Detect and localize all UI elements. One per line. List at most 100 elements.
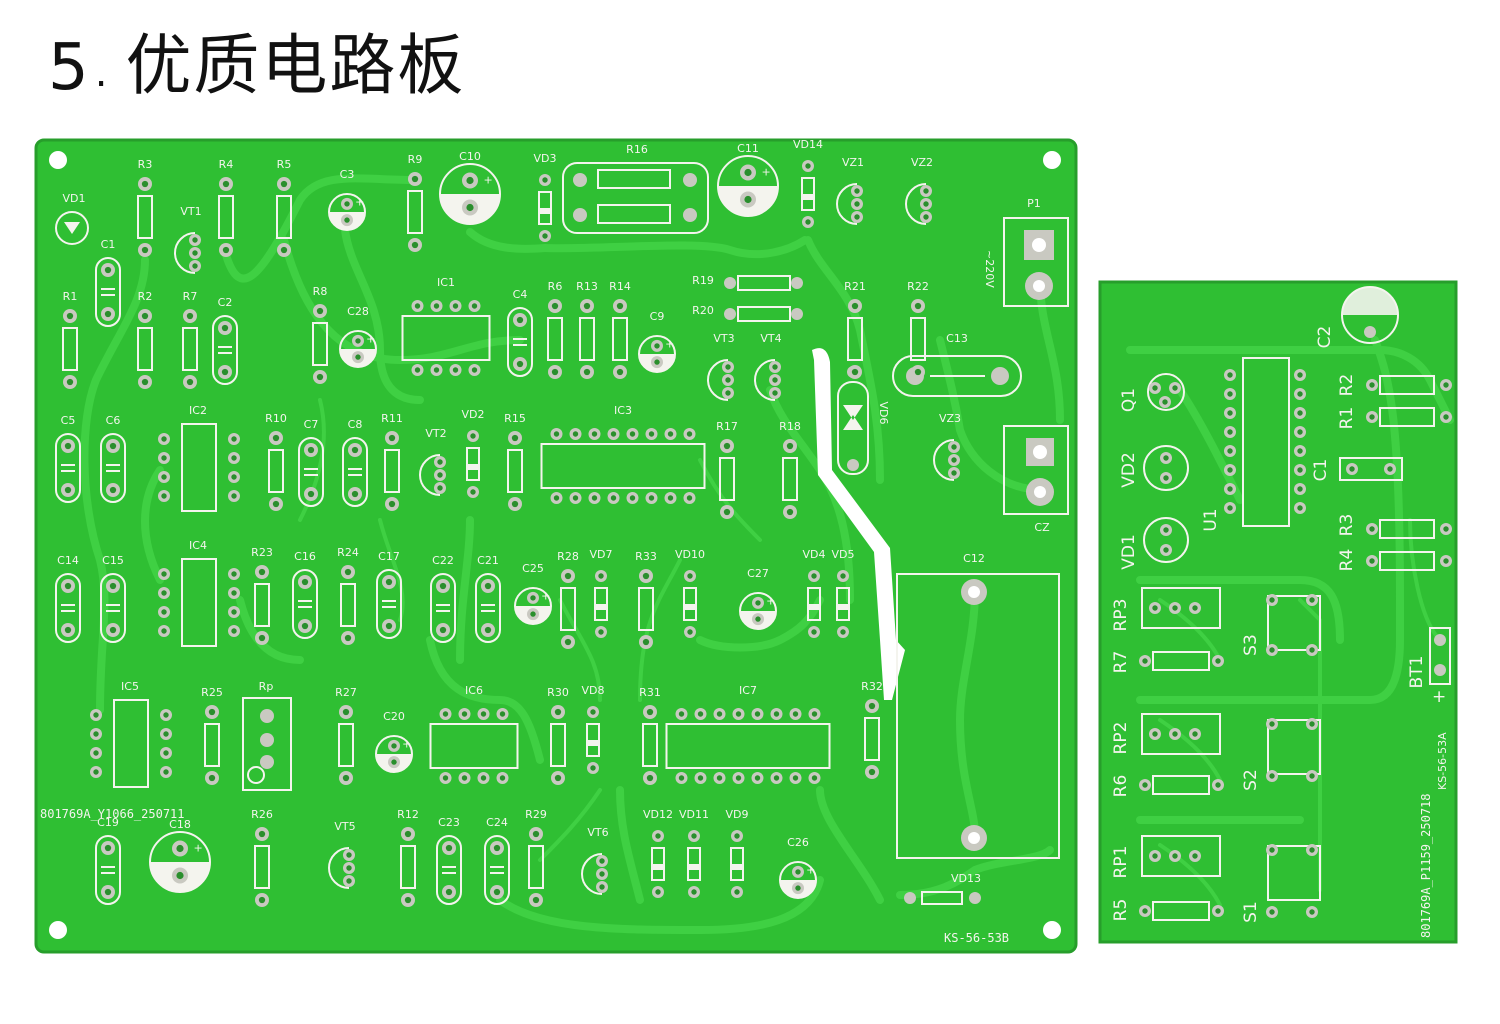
resistor-label: R33 bbox=[635, 550, 657, 563]
resistor bbox=[254, 827, 270, 907]
component-label: R16 bbox=[626, 143, 648, 156]
capacitor-label: C23 bbox=[438, 816, 460, 829]
electrolytic-label: C20 bbox=[383, 710, 405, 723]
electrolytic-label: C18 bbox=[169, 818, 191, 831]
resistor-label: R32 bbox=[861, 680, 883, 693]
capacitor bbox=[100, 573, 126, 643]
ic-chip bbox=[429, 708, 519, 784]
capacitor-label: C1 bbox=[101, 238, 116, 251]
resistor-label: R22 bbox=[907, 280, 929, 293]
transistor bbox=[328, 847, 355, 889]
capacitor bbox=[342, 437, 368, 507]
right-component-label: RP2 bbox=[1111, 722, 1131, 755]
capacitor-label: C24 bbox=[486, 816, 508, 829]
resistor bbox=[137, 177, 153, 257]
right-component-label: R2 bbox=[1337, 374, 1357, 397]
diode bbox=[801, 160, 815, 228]
electrolytic-label: C3 bbox=[340, 168, 355, 181]
resistor bbox=[182, 309, 198, 389]
electrolytic-group: C3+C10+C11+C28+C9+C25+C27+C20+C18+C26+ bbox=[149, 142, 817, 899]
ic-label: IC4 bbox=[189, 539, 207, 552]
diode bbox=[594, 570, 608, 638]
resistor bbox=[204, 705, 220, 785]
ic-chip bbox=[158, 423, 240, 512]
resistor-label: R21 bbox=[844, 280, 866, 293]
page-heading: 5 . 优质电路板 bbox=[48, 18, 465, 108]
transistor bbox=[836, 183, 863, 225]
diode-label: VD14 bbox=[793, 138, 823, 151]
capacitor-label: C17 bbox=[378, 550, 400, 563]
resistor-label: R2 bbox=[138, 290, 153, 303]
resistor-label: R18 bbox=[779, 420, 801, 433]
electrolytic-capacitor: + bbox=[439, 163, 501, 225]
right-component-label: RP1 bbox=[1111, 846, 1131, 879]
transistor bbox=[581, 853, 608, 895]
copper-traces bbox=[80, 174, 1064, 934]
capacitor bbox=[55, 433, 81, 503]
right-component-label: R5 bbox=[1111, 899, 1131, 922]
resistor bbox=[407, 172, 423, 252]
electrolytic-capacitor: + bbox=[339, 330, 377, 368]
right-component-label: R4 bbox=[1337, 549, 1357, 572]
right-component-label: C2 bbox=[1315, 326, 1335, 349]
svg-text:+: + bbox=[541, 590, 550, 603]
diode-label: VD3 bbox=[534, 152, 557, 165]
diode bbox=[687, 830, 701, 898]
transistor-label: VT6 bbox=[587, 826, 608, 839]
capacitor-label: C21 bbox=[477, 554, 499, 567]
transistor bbox=[174, 232, 201, 274]
right-component-label: R6 bbox=[1111, 775, 1131, 798]
electrolytic-label: C9 bbox=[650, 310, 665, 323]
voltage-label: ~220V bbox=[983, 250, 996, 288]
svg-text:+: + bbox=[484, 174, 493, 187]
transistor-label: VZ1 bbox=[842, 156, 864, 169]
svg-text:+: + bbox=[194, 842, 203, 855]
capacitor-label: C2 bbox=[218, 296, 233, 309]
electrolytic-capacitor: + bbox=[149, 831, 211, 893]
right-component-label: VD1 bbox=[1119, 534, 1139, 570]
ic-chip bbox=[90, 699, 172, 788]
right-component-label: RP3 bbox=[1111, 599, 1131, 632]
resistor bbox=[547, 299, 563, 379]
resistor-label: R4 bbox=[219, 158, 234, 171]
resistor-label: R6 bbox=[548, 280, 563, 293]
electrolytic-capacitor: + bbox=[328, 193, 366, 231]
resistor-label: R25 bbox=[201, 686, 223, 699]
capacitor-label: C7 bbox=[304, 418, 319, 431]
heading-number: 5 bbox=[48, 31, 89, 105]
resistor bbox=[400, 827, 416, 907]
electrolytic-capacitor: + bbox=[375, 735, 413, 773]
diode-label: VD7 bbox=[590, 548, 613, 561]
isolation-slot bbox=[812, 348, 905, 700]
transistor bbox=[754, 359, 781, 401]
resistor-label: R13 bbox=[576, 280, 598, 293]
diode-label: VD4 bbox=[803, 548, 826, 561]
diode bbox=[683, 570, 697, 638]
resistor bbox=[579, 299, 595, 379]
capacitor bbox=[436, 835, 462, 905]
resistor-label: R31 bbox=[639, 686, 661, 699]
capacitor bbox=[430, 573, 456, 643]
resistor-label: R8 bbox=[313, 285, 328, 298]
resistor bbox=[642, 705, 658, 785]
heading-separator: . bbox=[94, 50, 108, 96]
svg-text:+: + bbox=[762, 166, 771, 179]
resistor bbox=[384, 431, 400, 511]
component-label: R19 bbox=[692, 274, 714, 287]
capacitor-label: C22 bbox=[432, 554, 454, 567]
capacitor-label: C15 bbox=[102, 554, 124, 567]
svg-text:+: + bbox=[402, 738, 411, 751]
right-component-label: VD2 bbox=[1119, 452, 1139, 488]
capacitor bbox=[212, 315, 238, 385]
resistor bbox=[560, 569, 576, 649]
ic-chip bbox=[540, 428, 706, 504]
ic-label: IC7 bbox=[739, 684, 757, 697]
right-component-label: C1 bbox=[1311, 459, 1331, 482]
vd6-outline bbox=[837, 381, 869, 475]
resistor bbox=[528, 827, 544, 907]
